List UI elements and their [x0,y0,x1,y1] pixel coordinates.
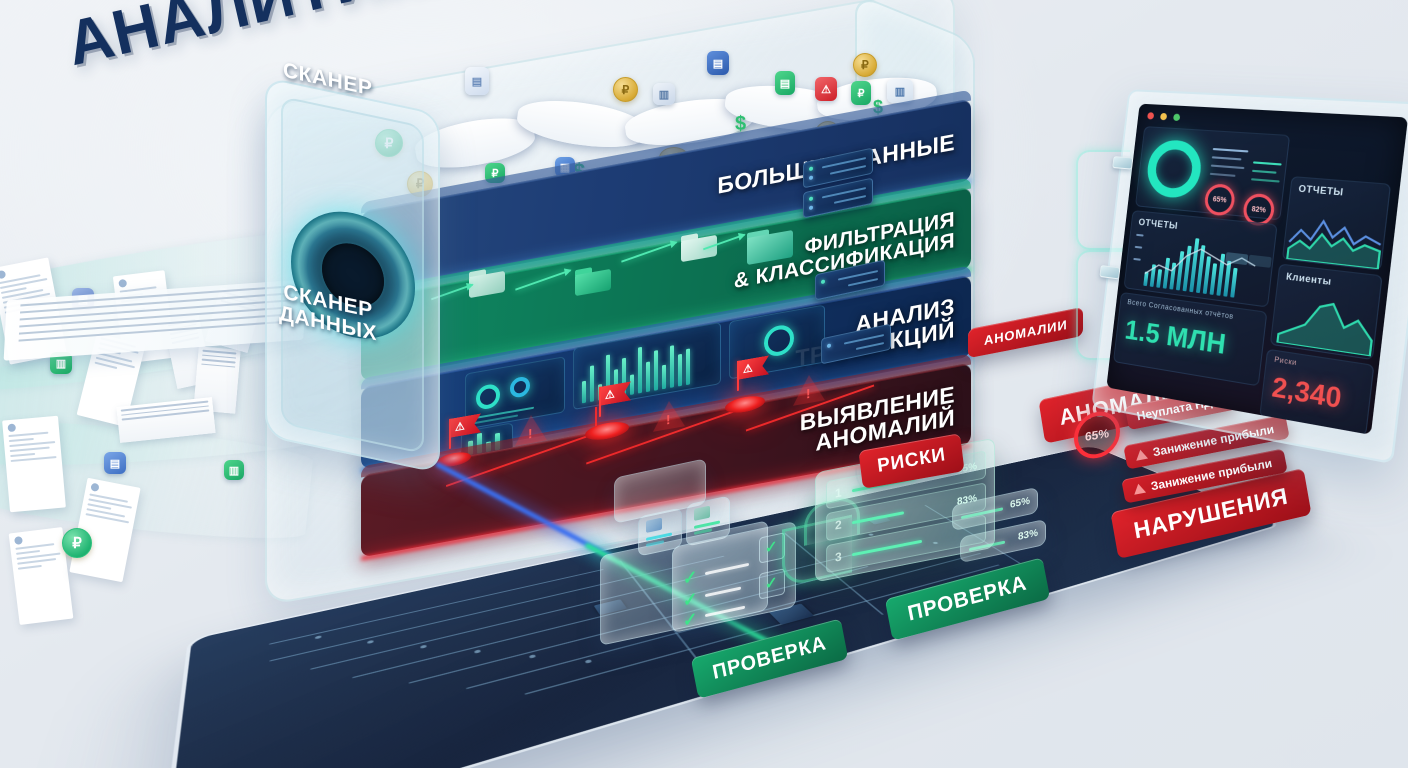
risk-badge-value: 83% [1017,527,1038,543]
donut-chart [1144,138,1204,200]
dollar-icon: $ [735,113,747,135]
chart-icon: ▥ [653,83,675,105]
check-icon: ✓ [683,566,698,589]
warning-triangle-icon [793,372,825,406]
document-sheet [2,415,66,513]
dashboard-card-reports-a[interactable]: ОТЧЕТЫ [1281,176,1392,271]
rouble-coin-icon: ₽ [62,528,92,558]
window-dot-minimize[interactable] [1159,112,1168,121]
risk-row-number: 3 [835,549,842,565]
window-dot-close[interactable] [1147,112,1155,120]
card-value: 2,340 [1270,370,1344,415]
bar-chart [1143,233,1270,301]
card-title: Клиенты [1285,270,1333,288]
document-icon: ▤ [104,452,126,474]
dashboard-card-total[interactable]: Всего Согласованных отчётов 1.5 МЛН [1112,291,1268,387]
window-dot-maximize[interactable] [1172,113,1181,122]
alert-icon: ⚠ [815,77,837,101]
rouble-icon: ₽ [851,81,871,105]
document-icon: ▤ [775,71,795,95]
check-icon: ✓ [765,537,778,558]
check-icon: ✓ [765,573,778,594]
card-title: Риски [1273,356,1298,368]
dashboard-card-income[interactable]: Клиенты [1269,263,1383,361]
card-value: 1.5 МЛН [1123,314,1228,361]
warning-triangle-icon [515,412,547,446]
document-icon: ▤ [465,67,489,95]
risk-row-number: 2 [835,517,842,533]
risk-row-percent: 83% [956,492,977,508]
rouble-coin-icon: ₽ [853,53,877,77]
warning-triangle-icon [1134,448,1149,461]
data-scanner-module[interactable] [265,76,440,474]
dashboard-display[interactable]: 65% 82% ОТЧЕТЫ ОТЧЕТЫ [1091,89,1408,465]
warning-triangle-icon [1132,482,1147,495]
hinge [1112,156,1134,170]
risk-badge-value: 65% [1009,495,1030,511]
checkbox[interactable]: ✓ [759,568,785,600]
chart-icon: ▥ [887,79,913,103]
rouble-coin-icon: ₽ [613,77,638,102]
data-cable [1076,250,1130,360]
warning-triangle-icon [653,398,685,432]
analytics-machine: ₽ ₽ ₽ ₿ ₽ $ $ $ $ ▤ ▦ ₽ ▥ ▤ ▤ ⚠ ₽ ▥ ▥ ▥ … [3,0,1095,606]
document-icon: ▤ [707,51,729,75]
check-icon: ✓ [683,608,698,631]
card-title: ОТЧЕТЫ [1297,183,1345,198]
dashboard-card-reports-b[interactable]: ОТЧЕТЫ [1123,210,1278,308]
risk-row-number: 1 [835,485,842,501]
chart-icon: ▥ [224,460,244,480]
data-cable [1076,150,1130,250]
dashboard-screen[interactable]: 65% 82% ОТЧЕТЫ ОТЧЕТЫ [1106,103,1408,435]
dashboard-card-overview[interactable]: 65% 82% [1134,126,1291,228]
hinge [1099,264,1121,280]
chart-icon: ▥ [50,352,72,374]
mini-ring-gauge: 65% [1203,182,1237,217]
card-title: ОТЧЕТЫ [1138,216,1179,232]
